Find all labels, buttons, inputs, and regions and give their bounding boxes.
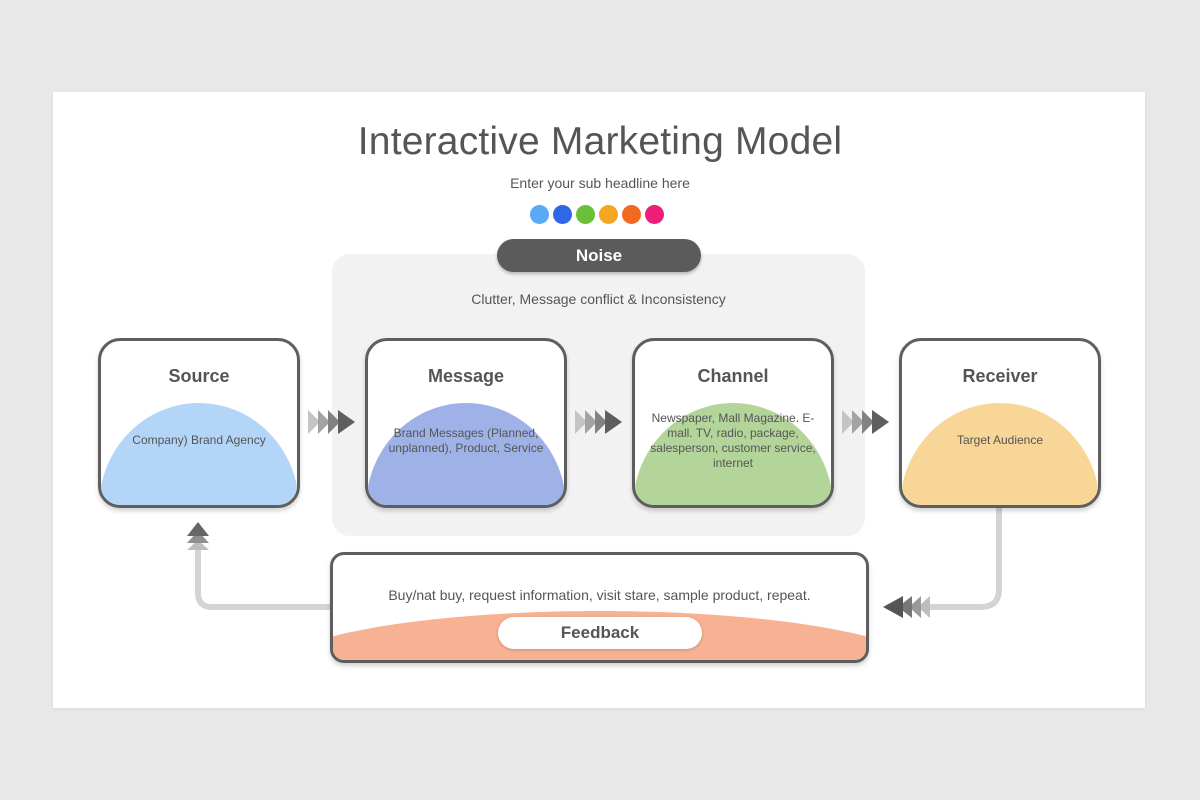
receiver-to-feedback-line: [928, 505, 1002, 610]
node-channel: Channel Newspaper, Mall Magazine. E-mall…: [632, 338, 834, 508]
color-dot-5: [622, 205, 641, 224]
arrow-channel-receiver-icon: [842, 410, 889, 434]
up-arrow-icon: [187, 522, 209, 550]
left-arrow-icon: [883, 596, 930, 618]
node-description: Target Audience: [956, 433, 1044, 447]
node-receiver-fill: [902, 403, 1098, 505]
feedback-to-source-line: [195, 548, 330, 610]
page-title: Interactive Marketing Model: [357, 120, 843, 163]
node-title: Source: [168, 366, 230, 386]
arrow-message-channel-icon: [575, 410, 622, 434]
arrow-source-message-icon: [308, 410, 355, 434]
node-title: Receiver: [962, 366, 1038, 386]
color-dots: [530, 205, 670, 224]
color-dot-4: [599, 205, 618, 224]
node-title: Channel: [697, 366, 769, 386]
color-dot-1: [530, 205, 549, 224]
color-dot-2: [553, 205, 572, 224]
node-source-fill: [101, 403, 297, 505]
node-source: Source Company) Brand Agency: [98, 338, 300, 508]
noise-label: Noise: [497, 239, 701, 272]
node-message: Message Brand Messages (Planned, unplann…: [365, 338, 567, 508]
page-subtitle: Enter your sub headline here: [510, 175, 690, 191]
node-description: Company) Brand Agency: [132, 433, 266, 447]
feedback-description: Buy/nat buy, request information, visit …: [388, 587, 811, 603]
node-title: Message: [427, 366, 505, 386]
node-description: Brand Messages (Planned, unplanned), Pro…: [388, 426, 544, 455]
noise-description: Clutter, Message conflict & Inconsistenc…: [471, 291, 726, 307]
feedback-label: Feedback: [498, 617, 702, 649]
node-receiver: Receiver Target Audience: [899, 338, 1101, 508]
node-description: Newspaper, Mall Magazine. E-mall. TV, ra…: [650, 411, 816, 470]
feedback-box: Buy/nat buy, request information, visit …: [330, 552, 869, 663]
color-dot-3: [576, 205, 595, 224]
color-dot-6: [645, 205, 664, 224]
